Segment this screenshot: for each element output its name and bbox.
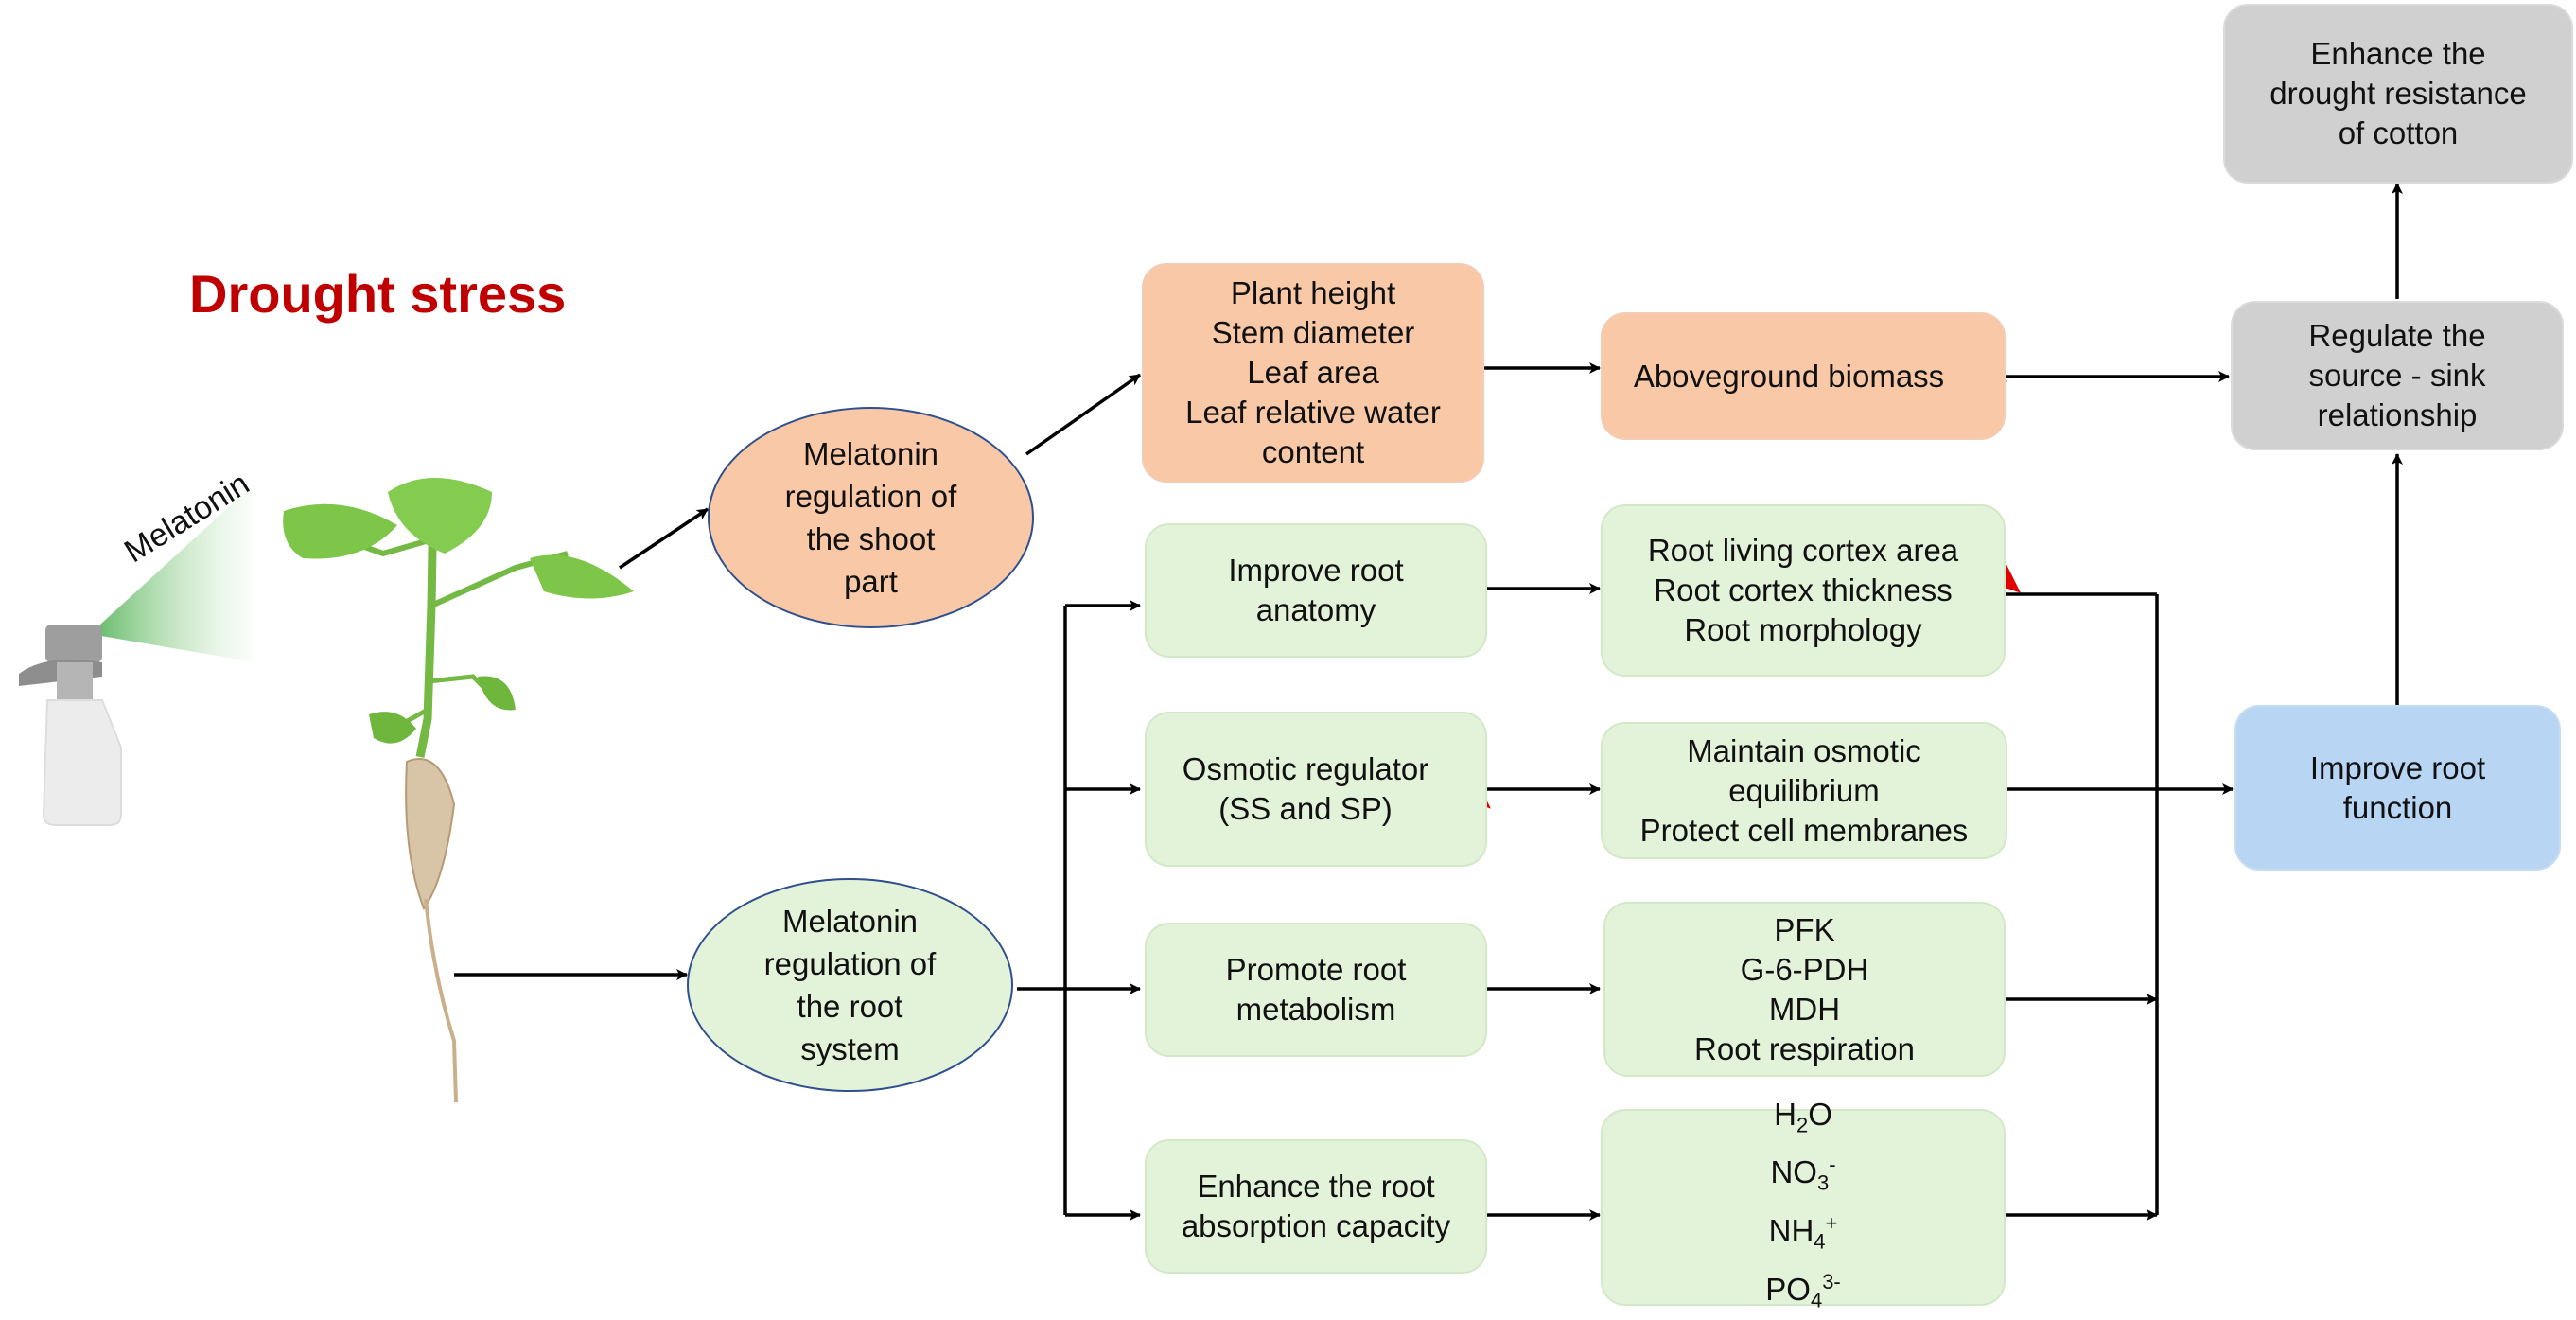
- biomass-label: Aboveground biomass: [1633, 358, 1945, 394]
- flow-arrows: [454, 183, 2403, 1221]
- trait-line: Leaf relative water: [1185, 395, 1441, 430]
- box-line: Improve root: [1228, 553, 1404, 588]
- result-line: Root living cortex area: [1647, 533, 1959, 568]
- root-function-line: Improve root: [2309, 749, 2486, 785]
- drought-resistance-box: Enhance the drought resistance of cotton: [2223, 4, 2573, 184]
- trait-line: Plant height: [1230, 275, 1396, 310]
- result-line: PFK: [1774, 911, 1835, 947]
- final-line: Enhance the: [2310, 36, 2486, 71]
- result-line: Maintain osmotic: [1687, 732, 1921, 768]
- trait-line: Stem diameter: [1211, 315, 1415, 350]
- drought-stress-title: Drought stress: [189, 264, 567, 324]
- result-line: Root respiration: [1694, 1030, 1915, 1066]
- sprayer-icon: [19, 483, 255, 826]
- ellipse-line: Melatonin: [781, 904, 919, 939]
- root-function-line: function: [2342, 789, 2453, 825]
- box-line: anatomy: [1255, 592, 1376, 627]
- aboveground-biomass-box: Aboveground biomass: [1601, 312, 2006, 440]
- box-line: metabolism: [1235, 992, 1396, 1027]
- root-absorption-box: Enhance the root absorption capacity: [1145, 1139, 1487, 1274]
- box-line: absorption capacity: [1181, 1208, 1451, 1243]
- ellipse-line: Melatonin: [802, 436, 939, 471]
- result-line: MDH: [1768, 991, 1841, 1027]
- shoot-regulation-ellipse: Melatonin regulation of the shoot part: [708, 407, 1034, 628]
- result-line: G-6-PDH: [1740, 951, 1869, 987]
- source-sink-line: relationship: [2317, 397, 2478, 432]
- root-regulation-ellipse: Melatonin regulation of the root system: [687, 878, 1013, 1092]
- ellipse-line: the shoot: [806, 521, 936, 556]
- h2o-label: H2O: [1774, 1096, 1832, 1137]
- metabolism-results-box: PFK G-6-PDH MDH Root respiration: [1603, 902, 2006, 1077]
- box-line: Promote root: [1225, 952, 1407, 987]
- ellipse-line: regulation of: [784, 479, 957, 514]
- box-line: (SS and SP): [1218, 791, 1393, 826]
- source-sink-line: Regulate the: [2308, 318, 2486, 353]
- absorption-results-box: H2O NO3- NH4+ PO43-: [1601, 1097, 2006, 1311]
- trait-line: Leaf area: [1247, 355, 1379, 390]
- source-sink-line: source - sink: [2308, 358, 2486, 393]
- final-line: of cotton: [2338, 115, 2459, 150]
- po4-label: PO43-: [1765, 1269, 1841, 1312]
- root-function-box: Improve root function: [2234, 705, 2561, 871]
- improve-root-anatomy-box: Improve root anatomy: [1145, 523, 1487, 658]
- result-line: Root cortex thickness: [1654, 572, 1953, 607]
- no3-label: NO3-: [1770, 1153, 1836, 1195]
- root-anatomy-results-box: Root living cortex area Root cortex thic…: [1601, 504, 2006, 677]
- ellipse-line: the root: [797, 989, 903, 1024]
- shoot-traits-box: Plant height Stem diameter Leaf area Lea…: [1142, 263, 1484, 483]
- box-line: Enhance the root: [1197, 1169, 1435, 1204]
- result-line: Root morphology: [1684, 612, 1922, 647]
- final-line: drought resistance: [2269, 76, 2527, 111]
- result-line: Protect cell membranes: [1639, 812, 1969, 848]
- ellipse-line: part: [844, 564, 898, 599]
- osmotic-results-box: Maintain osmotic equilibrium Protect cel…: [1601, 722, 2007, 859]
- cotton-plant-icon: [283, 478, 634, 1103]
- ellipse-line: regulation of: [763, 946, 937, 981]
- box-line: Osmotic regulator: [1182, 751, 1429, 786]
- result-line: equilibrium: [1728, 772, 1880, 808]
- source-sink-box: Regulate the source - sink relationship: [2231, 301, 2564, 450]
- osmotic-regulator-box: Osmotic regulator (SS and SP): [1145, 712, 1487, 867]
- trait-line: content: [1261, 434, 1365, 469]
- promote-root-metabolism-box: Promote root metabolism: [1145, 923, 1487, 1057]
- nh4-label: NH4+: [1768, 1211, 1838, 1254]
- ellipse-line: system: [800, 1031, 900, 1066]
